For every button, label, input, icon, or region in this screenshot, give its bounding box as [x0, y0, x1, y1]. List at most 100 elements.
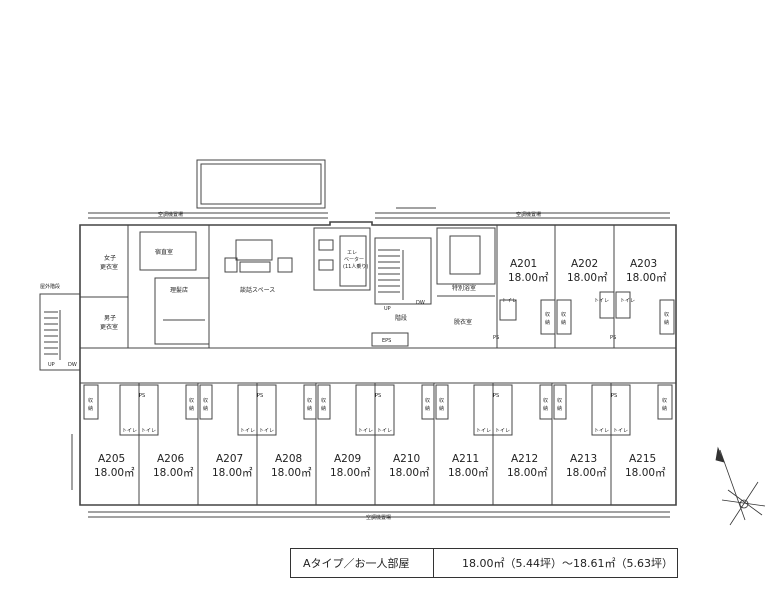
- toilet-label-bottom-3: トイレ: [240, 428, 255, 434]
- room-a212-area: 18.00㎡: [507, 467, 548, 479]
- women-locker-label-1: 女子: [104, 254, 116, 262]
- room-a212-label: A212: [511, 453, 538, 465]
- room-a209-area: 18.00㎡: [330, 467, 371, 479]
- storage-label-bottom-2b: 納: [189, 405, 194, 412]
- toilet-label-bottom-5: トイレ: [358, 428, 373, 434]
- toilet-label-bottom-9: トイレ: [594, 428, 609, 434]
- room-a203-area: 18.00㎡: [626, 272, 667, 284]
- elevator-label-1: エレ: [347, 250, 357, 256]
- lounge-label: 談話スペース: [240, 286, 275, 294]
- room-type-legend: Aタイプ／お一人部屋 18.00㎡（5.44坪）～18.61㎡（5.63坪）: [290, 548, 678, 578]
- storage-label-bottom-9b: 納: [557, 405, 562, 412]
- toilet-label-bottom-1: トイレ: [122, 428, 137, 434]
- room-a202-area: 18.00㎡: [567, 272, 608, 284]
- toilet-label-top-a202: トイレ: [594, 298, 609, 304]
- room-a206-label: A206: [157, 453, 185, 465]
- undress-room-label: 脱衣室: [454, 318, 472, 326]
- toilet-label-bottom-4: トイレ: [259, 428, 274, 434]
- ps-label-bottom-4: PS: [493, 393, 499, 399]
- storage-label-bottom-2a: 収: [189, 397, 194, 404]
- room-a208-label: A208: [275, 453, 302, 465]
- storage-label-bottom-4b: 納: [307, 405, 312, 412]
- storage-label-bottom-8b: 納: [543, 405, 548, 412]
- ps-label-top-2: PS: [610, 335, 616, 341]
- ps-label-bottom-1: PS: [139, 393, 145, 399]
- barber-label: 理髪店: [170, 286, 188, 294]
- storage-label-top-1a: 収: [545, 311, 550, 318]
- night-duty-room-label: 宿直室: [155, 248, 173, 256]
- eps-label: EPS: [382, 338, 391, 344]
- elevator-label-3: (11人乗り): [343, 263, 368, 270]
- ps-label-bottom-5: PS: [611, 393, 617, 399]
- storage-label-bottom-10a: 収: [662, 397, 667, 404]
- stairs-down-label: DW: [416, 300, 425, 306]
- room-a205-area: 18.00㎡: [94, 467, 135, 479]
- toilet-label-bottom-7: トイレ: [476, 428, 491, 434]
- ps-label-bottom-3: PS: [375, 393, 381, 399]
- room-a206-area: 18.00㎡: [153, 467, 194, 479]
- men-locker-label-1: 男子: [104, 315, 116, 322]
- ps-label-bottom-2: PS: [257, 393, 263, 399]
- special-bath-label: 特別浴室: [452, 284, 476, 292]
- toilet-label-top-a201: トイレ: [502, 298, 517, 304]
- room-a203-label: A203: [630, 258, 657, 270]
- toilet-label-bottom-2: トイレ: [141, 428, 156, 434]
- toilet-label-bottom-8: トイレ: [495, 428, 510, 434]
- storage-label-bottom-1a: 収: [88, 397, 93, 404]
- outer-wall: [79, 221, 677, 506]
- room-a213-label: A213: [570, 453, 597, 465]
- storage-label-top-3a: 収: [664, 311, 669, 318]
- room-a205-label: A205: [98, 453, 125, 465]
- room-a211-label: A211: [452, 453, 479, 465]
- room-a201-area: 18.00㎡: [508, 272, 549, 284]
- outdoor-stairs-down-label: DW: [68, 362, 77, 368]
- storage-label-top-1b: 納: [545, 319, 550, 326]
- storage-label-top-3b: 納: [664, 319, 669, 326]
- men-locker-label-2: 更衣室: [100, 323, 118, 331]
- stairs-label: 階段: [395, 314, 407, 322]
- outdoor-stairs-label: 屋外階段: [40, 283, 60, 290]
- legend-type: Aタイプ／お一人部屋: [291, 549, 434, 577]
- storage-label-bottom-6a: 収: [425, 397, 430, 404]
- ac-area-top-right-label: 空調機置場: [516, 211, 541, 218]
- storage-label-bottom-8a: 収: [543, 397, 548, 404]
- storage-label-bottom-7b: 納: [439, 405, 444, 412]
- room-a207-area: 18.00㎡: [212, 467, 253, 479]
- storage-label-bottom-4a: 収: [307, 397, 312, 404]
- storage-label-bottom-3b: 納: [203, 405, 208, 412]
- storage-label-top-2b: 納: [561, 319, 566, 326]
- room-a201-label: A201: [510, 258, 537, 270]
- ac-area-top-left-label: 空調機置場: [158, 211, 183, 218]
- ps-label-top-1: PS: [493, 335, 499, 341]
- storage-label-bottom-9a: 収: [557, 397, 562, 404]
- north-arrow-icon: [715, 446, 766, 526]
- outdoor-stairs-up-label: UP: [48, 362, 55, 368]
- room-a215-label: A215: [629, 453, 656, 465]
- storage-label-top-2a: 収: [561, 311, 566, 318]
- storage-label-bottom-10b: 納: [662, 405, 667, 412]
- storage-label-bottom-5b: 納: [321, 405, 326, 412]
- room-a210-label: A210: [393, 453, 420, 465]
- room-a210-area: 18.00㎡: [389, 467, 430, 479]
- ac-area-bottom-label: 空調機置場: [366, 514, 391, 521]
- stairs-up-label: UP: [384, 306, 391, 312]
- storage-label-bottom-6b: 納: [425, 405, 430, 412]
- storage-label-bottom-1b: 納: [88, 405, 93, 412]
- storage-label-bottom-7a: 収: [439, 397, 444, 404]
- elevator-label-2: ベーター: [344, 256, 364, 263]
- rooftop-structure: [196, 159, 326, 209]
- women-locker-label-2: 更衣室: [100, 263, 118, 271]
- toilet-label-top-a203: トイレ: [620, 298, 635, 304]
- storage-label-bottom-3a: 収: [203, 397, 208, 404]
- room-a209-label: A209: [334, 453, 361, 465]
- room-a211-area: 18.00㎡: [448, 467, 489, 479]
- room-a208-area: 18.00㎡: [271, 467, 312, 479]
- storage-label-bottom-5a: 収: [321, 397, 326, 404]
- toilet-label-bottom-10: トイレ: [613, 428, 628, 434]
- room-a207-label: A207: [216, 453, 243, 465]
- toilet-label-bottom-6: トイレ: [377, 428, 392, 434]
- legend-area: 18.00㎡（5.44坪）～18.61㎡（5.63坪）: [462, 557, 673, 570]
- room-a215-area: 18.00㎡: [625, 467, 666, 479]
